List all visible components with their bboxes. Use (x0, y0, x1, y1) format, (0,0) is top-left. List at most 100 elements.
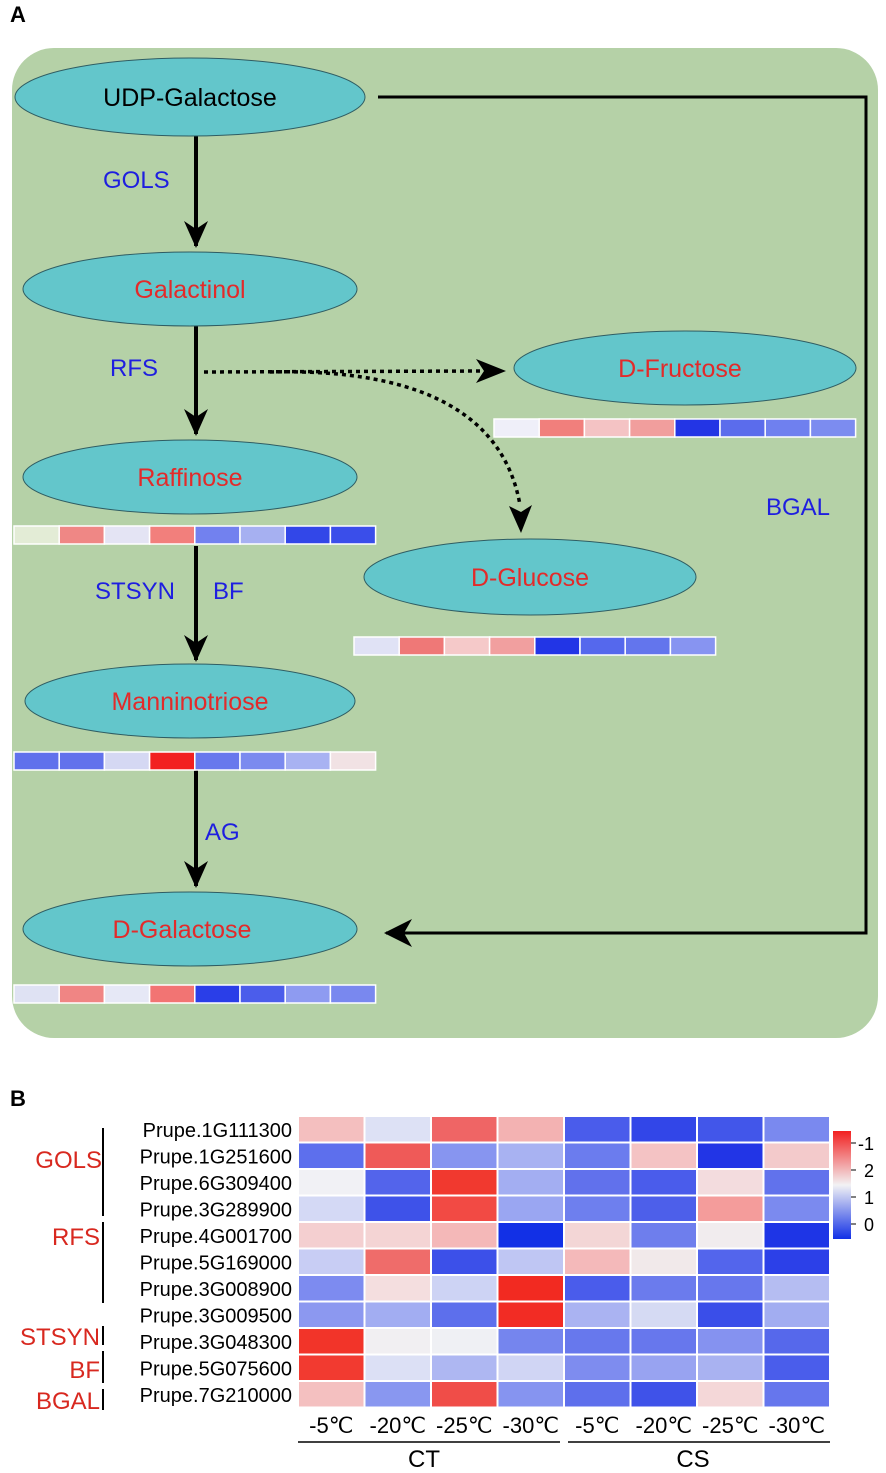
group-label-rfs: RFS (52, 1224, 100, 1251)
pathway-arrows (184, 95, 868, 947)
heatmap-cell (629, 1194, 698, 1223)
heatmap-cell (297, 1300, 366, 1329)
heatmap (297, 1115, 831, 1409)
strip-cell (103, 751, 151, 771)
strip-cell (103, 525, 151, 545)
panel-a-label: A (10, 2, 26, 27)
strip-cell (148, 984, 196, 1004)
heatmap-cell (496, 1353, 565, 1382)
gene-label: Prupe.1G111300 (143, 1120, 292, 1142)
expression-strip-d-glucose (353, 636, 717, 656)
heatmap-cell (762, 1327, 831, 1356)
color-legend-bar (833, 1131, 851, 1239)
heatmap-cell (762, 1194, 831, 1223)
heatmap-cell (563, 1194, 632, 1223)
arrowhead-galactinol (184, 221, 208, 248)
strip-cell (669, 636, 717, 656)
heatmap-cell (563, 1380, 632, 1409)
column-label: -20℃ (636, 1413, 693, 1438)
strip-cell (148, 751, 196, 771)
heatmap-cell (762, 1353, 831, 1382)
expression-strip-d-fructose (493, 418, 857, 438)
heatmap-cell (430, 1353, 499, 1382)
strip-cell (58, 525, 106, 545)
arrowhead-bgal (384, 919, 412, 947)
group-label-bf: BF (69, 1357, 100, 1384)
node-label-d-fructose: D-Fructose (618, 355, 742, 383)
gene-label: Prupe.6G309400 (140, 1173, 292, 1195)
legend-tick-label: 0 (864, 1215, 874, 1235)
gene-label: Prupe.4G001700 (140, 1226, 292, 1248)
node-raffinose: Raffinose (22, 439, 358, 515)
arrowhead-manninotriose (184, 635, 208, 662)
heatmap-cell (696, 1168, 765, 1197)
heatmap-cell (430, 1221, 499, 1250)
condition-label-cs: CS (676, 1446, 709, 1473)
heatmap-cell (363, 1221, 432, 1250)
column-label: -25℃ (436, 1413, 493, 1438)
node-d-fructose: D-Fructose (513, 330, 857, 406)
node-label-raffinose: Raffinose (137, 464, 242, 492)
condition-label-ct: CT (408, 1446, 440, 1473)
heatmap-cell (363, 1380, 432, 1409)
heatmap-cell (762, 1247, 831, 1276)
heatmap-cell (629, 1380, 698, 1409)
enzyme-label-ag: AG (205, 819, 240, 846)
node-d-glucose: D-Glucose (363, 538, 697, 616)
heatmap-cell (696, 1221, 765, 1250)
strip-cell (329, 751, 377, 771)
enzyme-label-rfs: RFS (110, 355, 158, 382)
heatmap-cell (696, 1194, 765, 1223)
gene-label: Prupe.5G075600 (140, 1359, 292, 1381)
heatmap-cell (297, 1221, 366, 1250)
arrowhead-galactose (184, 861, 208, 888)
gene-label: Prupe.1G251600 (140, 1147, 292, 1169)
strip-cell (194, 525, 241, 545)
heatmap-cell (363, 1115, 432, 1144)
heatmap-cell (563, 1141, 632, 1170)
enzyme-label-gols: GOLS (103, 167, 170, 194)
strip-cell (329, 525, 377, 545)
heatmap-cell (430, 1247, 499, 1276)
heatmap-cell (363, 1194, 432, 1223)
node-label-d-glucose: D-Glucose (471, 564, 589, 592)
heatmap-cell (297, 1141, 366, 1170)
heatmap-cell (762, 1300, 831, 1329)
heatmap-cell (496, 1247, 565, 1276)
heatmap-cell (363, 1327, 432, 1356)
strip-cell (13, 525, 60, 545)
heatmap-cell (629, 1141, 698, 1170)
strip-cell (398, 636, 446, 656)
heatmap-cell (430, 1194, 499, 1223)
column-label: -5℃ (309, 1413, 353, 1438)
heatmap-cell (696, 1141, 765, 1170)
strip-cell (194, 751, 241, 771)
heatmap-cell (629, 1353, 698, 1382)
column-label: -5℃ (575, 1413, 619, 1438)
expression-strip-raffinose (13, 525, 377, 545)
heatmap-cell (430, 1168, 499, 1197)
node-label-galactinol: Galactinol (134, 276, 245, 304)
group-label-stsyn: STSYN (20, 1324, 100, 1351)
strip-cell (583, 418, 631, 438)
enzyme-label-bgal: BGAL (766, 494, 830, 521)
strip-cell (488, 636, 536, 656)
heatmap-cell (363, 1353, 432, 1382)
heatmap-cell (297, 1380, 366, 1409)
strip-cell (13, 984, 60, 1004)
heatmap-cell (297, 1327, 366, 1356)
column-label: -30℃ (503, 1413, 560, 1438)
strip-cell (538, 418, 586, 438)
strip-cell (284, 984, 332, 1004)
heatmap-cell (563, 1327, 632, 1356)
panel-b-label: B (10, 1086, 26, 1111)
heatmap-cell (762, 1141, 831, 1170)
heatmap-cell (363, 1168, 432, 1197)
group-label-bgal: BGAL (36, 1388, 100, 1415)
strip-cell (329, 984, 377, 1004)
strip-cell (493, 418, 540, 438)
strip-cell (284, 525, 332, 545)
node-galactinol: Galactinol (22, 251, 358, 327)
heatmap-cell (762, 1221, 831, 1250)
